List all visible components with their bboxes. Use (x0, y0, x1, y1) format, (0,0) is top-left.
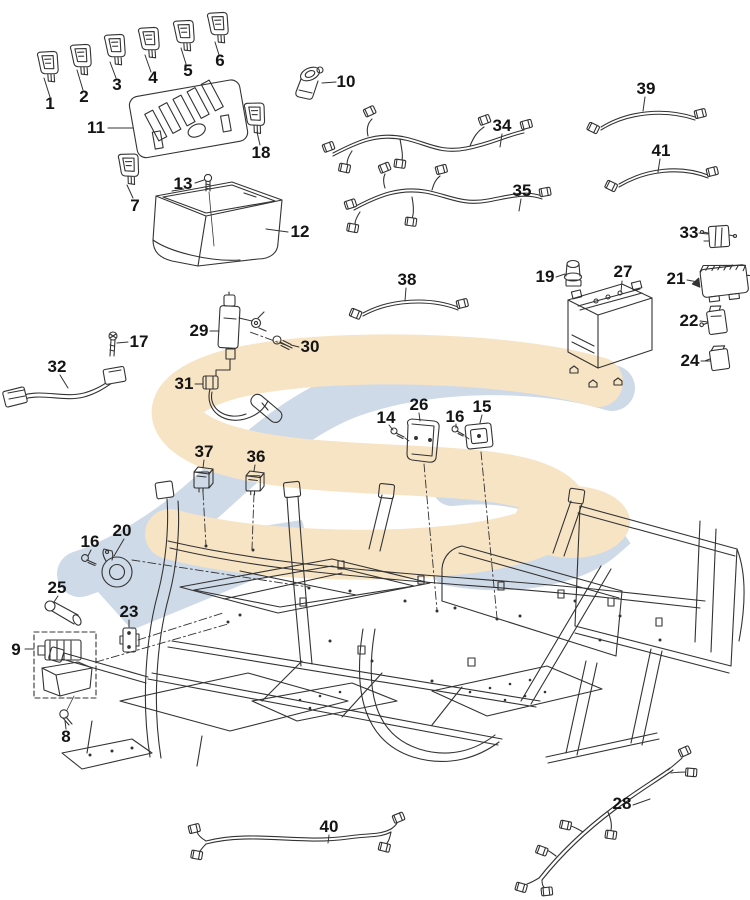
part-number-18-rocker-switch: 18 (251, 143, 271, 162)
rocker-switch-7-drawing (117, 150, 144, 187)
part-number-11-switch-panel: 11 (87, 118, 105, 137)
cable-38-drawing (348, 297, 470, 321)
leader-lines (24, 41, 711, 844)
module-15-drawing (464, 422, 494, 450)
part-number-29-ignition-coil: 29 (189, 321, 209, 340)
cable-39-drawing (585, 107, 708, 135)
cable-41-drawing (603, 165, 720, 193)
battery-27-drawing (567, 280, 653, 388)
part-number-16-bolt: 16 (80, 532, 100, 551)
part-number-23-bracket: 23 (119, 602, 139, 621)
part-number-14-bolt: 14 (376, 408, 396, 427)
part-number-24-relay: 24 (680, 351, 700, 370)
bolt-14-drawing (390, 427, 410, 442)
part-number-6-rocker-switch: 6 (215, 51, 225, 70)
part-number-31-spark-plug-cap: 31 (174, 374, 194, 393)
part-number-8-bolt: 8 (61, 727, 71, 746)
fuse-holder-19-drawing (563, 259, 583, 287)
storage-box-drawing (152, 181, 283, 267)
part-number-37-relay: 37 (194, 442, 214, 461)
part-number-4-rocker-switch: 4 (148, 68, 158, 87)
battery-nuts (569, 365, 623, 388)
part-number-34-wiring-sub-harness: 34 (492, 116, 512, 135)
spark-plug-cap-31-drawing (202, 375, 283, 424)
cable-32-drawing (2, 365, 127, 408)
part-number-17-screw: 17 (129, 332, 149, 351)
ignition-key-switch-drawing (295, 66, 324, 100)
part-number-22-relay: 22 (679, 311, 699, 330)
part-number-21-cdi-ecu-unit: 21 (666, 269, 686, 288)
rocker-switch-6-drawing (206, 9, 234, 46)
screw-17-drawing (108, 331, 118, 357)
horn-20-drawing (101, 548, 133, 588)
cable-40-drawing (187, 811, 406, 861)
rocker-switch-3-drawing (103, 31, 131, 68)
bolt-8-drawing (59, 709, 73, 726)
part-number-27-battery: 27 (613, 262, 633, 281)
regulator-assembly-9-drawing (33, 631, 97, 711)
watermark-logo (57, 334, 635, 630)
part-number-32-connector-cable: 32 (47, 357, 67, 376)
relay-24-drawing (705, 345, 731, 372)
part-number-25-rubber-boot: 25 (47, 578, 67, 597)
assembly-reference-lines (95, 331, 498, 663)
rocker-switch-4-drawing (137, 24, 165, 61)
part-number-9-regulator-assembly: 9 (11, 640, 21, 659)
part-number-13-screw: 13 (173, 174, 193, 193)
harness-35-drawing (343, 161, 552, 234)
ignition-coil-29-drawing (215, 291, 267, 377)
part-number-10-ignition-key-switch: 10 (336, 72, 356, 91)
part-number-39-connector-cable: 39 (636, 79, 656, 98)
bracket-26-drawing (406, 418, 440, 463)
part-number-16-bolt: 16 (445, 407, 465, 426)
switch-panel-drawing (128, 79, 249, 159)
bolt-16-lower-drawing (81, 554, 97, 567)
part-number-35-wiring-sub-harness: 35 (512, 181, 532, 200)
part-number-33-connector: 33 (679, 223, 699, 242)
part-number-38-connector-cable: 38 (397, 270, 417, 289)
part-number-19-fuse-holder: 19 (535, 267, 555, 286)
part-number-15-control-module: 15 (472, 397, 492, 416)
part-number-5-rocker-switch: 5 (183, 61, 193, 80)
boot-25-drawing (44, 600, 82, 626)
rocker-switch-5-drawing (172, 17, 200, 54)
bolt-16-upper-drawing (451, 425, 470, 440)
part-number-30-bolt: 30 (300, 337, 320, 356)
ecu-21-drawing (691, 264, 750, 303)
part-number-2-rocker-switch: 2 (79, 87, 89, 106)
frame-chassis-drawing (48, 480, 745, 770)
part-number-41-connector-cable: 41 (651, 141, 671, 160)
watermark-orange-s (145, 334, 623, 580)
frame-mounting-dots (88, 544, 662, 757)
part-number-12-storage-box: 12 (290, 222, 310, 241)
bracket-23-drawing (119, 627, 140, 653)
part-number-40-connector-cable: 40 (319, 817, 339, 836)
part-number-3-rocker-switch: 3 (112, 75, 122, 94)
connector-33-drawing (699, 224, 738, 249)
part-number-26-mounting-bracket: 26 (409, 395, 429, 414)
part-number-20-horn: 20 (112, 521, 132, 540)
relay-22-drawing (699, 305, 728, 336)
rocker-switch-1-drawing (36, 48, 64, 85)
part-number-28-wiring-harness: 28 (612, 794, 632, 813)
screw-13-drawing (203, 173, 215, 247)
harness-28-drawing (514, 744, 698, 897)
part-number-7-rocker-switch: 7 (130, 196, 140, 215)
rocker-switch-2-drawing (69, 41, 97, 78)
harness-34-drawing (321, 104, 534, 174)
part-number-1-rocker-switch: 1 (45, 94, 55, 113)
part-number-36-relay: 36 (246, 447, 266, 466)
